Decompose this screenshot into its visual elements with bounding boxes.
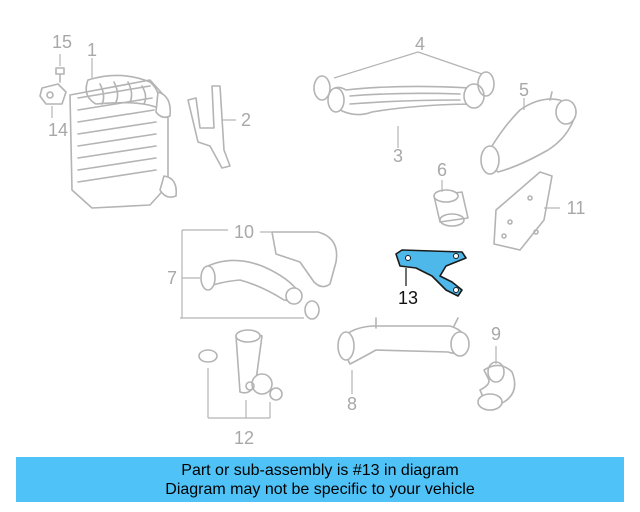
intercooler-part (69, 74, 178, 209)
callout-7: 7 (167, 268, 177, 288)
support-bracket-part (187, 85, 231, 169)
callout-15: 15 (52, 32, 72, 52)
callout-1: 1 (87, 40, 97, 60)
duct-cover-part (271, 231, 338, 288)
callout-14: 14 (48, 120, 68, 140)
callout-9: 9 (491, 324, 501, 344)
intake-duct-part (480, 91, 577, 175)
callout-10: 10 (234, 222, 254, 242)
upper-hose-part (327, 83, 485, 116)
callout-4: 4 (415, 34, 425, 54)
banner-line-1: Part or sub-assembly is #13 in diagram (181, 462, 459, 479)
callout-6: 6 (437, 160, 447, 180)
notice-banner: Part or sub-assembly is #13 in diagram D… (16, 457, 624, 502)
callout-12: 12 (234, 428, 254, 448)
hose-clamp-part (313, 71, 495, 101)
coupler-part (433, 189, 469, 227)
callout-5: 5 (519, 80, 529, 100)
heat-shield-part (493, 171, 553, 251)
callout-11: 11 (567, 198, 586, 218)
mount-bracket-part (39, 83, 67, 105)
elbow-hose-part (477, 361, 516, 411)
leader-lines (51, 51, 560, 419)
lower-hose-part (200, 259, 320, 320)
throttle-adapter-part (198, 329, 283, 401)
bolt-part (55, 67, 65, 83)
callout-13: 13 (398, 288, 418, 308)
charge-pipe-part (337, 317, 470, 365)
callout-8: 8 (347, 394, 357, 414)
banner-line-2: Diagram may not be specific to your vehi… (165, 481, 475, 498)
callout-labels: 1 2 3 4 5 6 7 8 9 10 11 12 13 14 15 (48, 32, 585, 448)
callout-2: 2 (241, 110, 251, 130)
callout-3: 3 (393, 146, 403, 166)
highlighted-bracket-part[interactable] (395, 249, 467, 297)
